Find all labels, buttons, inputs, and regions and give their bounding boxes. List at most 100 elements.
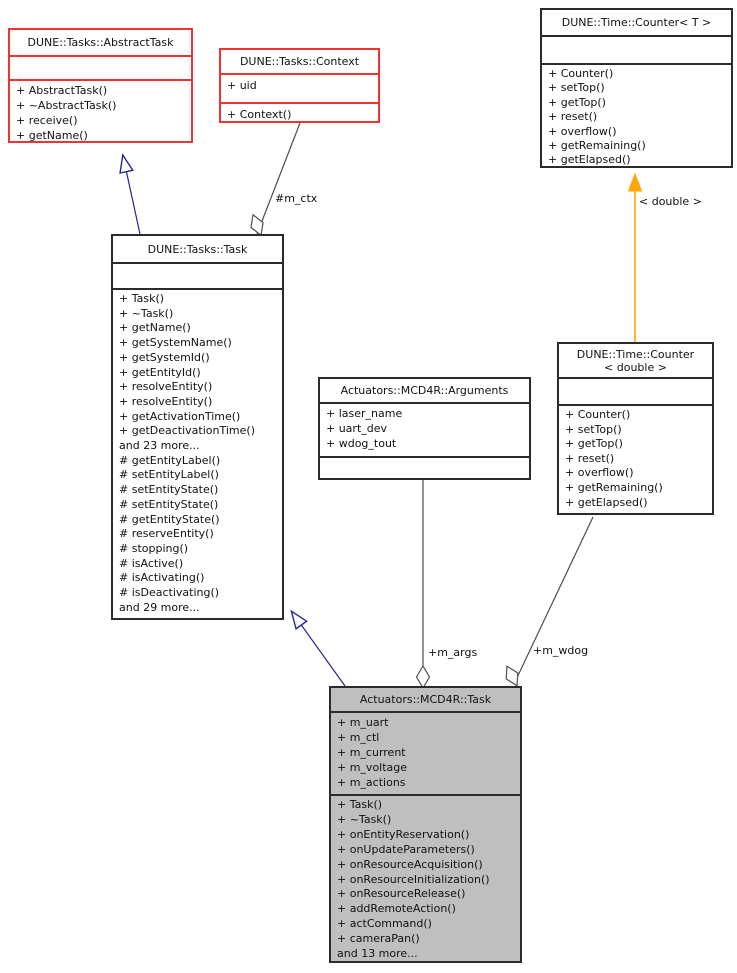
member-line: + Counter() <box>565 408 631 421</box>
member-line: and 29 more... <box>119 600 200 614</box>
member-line: + actCommand() <box>337 917 432 931</box>
member-line: + uart_dev <box>326 422 388 435</box>
class-title: Actuators::MCD4R::Task <box>359 693 492 706</box>
member-line: + overflow() <box>565 466 634 480</box>
class-node-dune-tasks-abstracttask[interactable]: DUNE::Tasks::AbstractTask + AbstractTask… <box>8 28 193 143</box>
attributes-section <box>10 55 191 79</box>
member-line: + resolveEntity() <box>119 394 213 408</box>
member-line: # getEntityLabel() <box>119 453 221 467</box>
member-line: + getElapsed() <box>548 153 631 166</box>
class-title: DUNE::Tasks::AbstractTask <box>27 36 174 49</box>
member-line: + getActivationTime() <box>119 409 241 423</box>
member-line: # isActivating() <box>119 571 205 585</box>
member-line: + cameraPan() <box>337 932 420 946</box>
class-title-line2: < double > <box>604 360 667 374</box>
member-line: + addRemoteAction() <box>337 902 456 916</box>
class-node-actuators-mcd4r-task[interactable]: Actuators::MCD4R::Task + m_uart+ m_ctl+ … <box>329 686 522 963</box>
member-line: + m_current <box>337 746 406 759</box>
member-line: + getName() <box>119 321 191 335</box>
aggregation-edge-counterdouble-to-mcd4rtask <box>505 516 594 687</box>
class-node-dune-time-counter-double[interactable]: DUNE::Time::Counter < double > + Counter… <box>557 342 714 515</box>
member-line: # getEntityState() <box>119 512 220 526</box>
member-line: + getRemaining() <box>565 480 663 494</box>
class-title: DUNE::Time::Counter< T > <box>561 16 712 29</box>
member-line: + reset() <box>565 451 615 465</box>
member-line: + m_uart <box>337 716 389 729</box>
member-line: + Task() <box>119 292 165 305</box>
aggregation-edge-context-to-task <box>250 122 301 237</box>
member-line: + Context() <box>227 108 292 121</box>
member-line: + Counter() <box>548 67 614 80</box>
member-line: + onEntityReservation() <box>337 827 470 841</box>
member-line: + getTop() <box>565 437 623 451</box>
edge-label-m-args: +m_args <box>428 646 478 659</box>
member-line: # setEntityLabel() <box>119 468 219 482</box>
member-line: # isActive() <box>119 556 184 570</box>
class-title-line1: DUNE::Time::Counter <box>576 347 695 361</box>
member-line: and 23 more... <box>119 439 200 453</box>
edge-label-template-double: < double > <box>639 195 702 208</box>
methods-section: + Context() <box>221 102 378 121</box>
attributes-section <box>113 262 282 288</box>
attributes-section: + m_uart + m_ctl + m_current + m_voltage + m… <box>331 711 520 794</box>
methods-section: + Counter()+ setTop()+ getTop()+ reset()… <box>542 63 731 166</box>
member-line: + onUpdateParameters() <box>337 842 475 856</box>
member-line: # stopping() <box>119 541 189 555</box>
inheritance-edge-task-to-abstracttask <box>119 153 141 235</box>
class-title: DUNE::Tasks::Task <box>147 242 248 256</box>
class-node-dune-tasks-task[interactable]: DUNE::Tasks::Task + Task()+ ~Task()+ get… <box>111 234 284 620</box>
member-line: + onResourceRelease() <box>337 887 466 901</box>
member-line: # isDeactivating() <box>119 586 220 600</box>
methods-section <box>320 456 529 478</box>
member-line: + m_actions <box>337 776 406 789</box>
class-node-dune-tasks-context[interactable]: DUNE::Tasks::Context + uid + Context() <box>219 48 380 123</box>
aggregation-edge-arguments-to-mcd4rtask <box>415 480 431 690</box>
methods-section: + Task()+ ~Task()+ onEntityReservation()… <box>331 794 520 961</box>
edge-label-m-ctx: #m_ctx <box>275 192 318 205</box>
methods-section: + Task()+ ~Task()+ getName()+ getSystemN… <box>113 288 282 618</box>
member-line: + getRemaining() <box>548 139 646 153</box>
attributes-section: + uid <box>221 73 378 102</box>
member-line: + m_ctl <box>337 731 380 744</box>
member-line: + getDeactivationTime() <box>119 424 255 438</box>
member-line: + ~Task() <box>337 812 392 826</box>
member-line: + reset() <box>548 110 598 124</box>
member-line: + Task() <box>337 798 383 811</box>
methods-section: + Counter()+ setTop()+ getTop()+ reset()… <box>559 404 712 513</box>
member-line: + wdog_tout <box>326 437 397 450</box>
class-title: Actuators::MCD4R::Arguments <box>340 384 509 397</box>
member-line: # setEntityState() <box>119 483 219 497</box>
member-line: + getSystemId() <box>119 350 210 364</box>
member-line: # reserveEntity() <box>119 527 214 541</box>
member-line: + getTop() <box>548 95 606 109</box>
attributes-section: + laser_name+ uart_dev+ wdog_tout <box>320 402 529 456</box>
attributes-section <box>542 35 731 63</box>
member-line: + ~AbstractTask() <box>16 99 117 112</box>
member-line: + onResourceAcquisition() <box>337 857 483 871</box>
class-node-actuators-mcd4r-arguments[interactable]: Actuators::MCD4R::Arguments + laser_name… <box>318 377 531 480</box>
edge-label-m-wdog: +m_wdog <box>533 644 589 657</box>
member-line: and 13 more... <box>337 947 418 961</box>
member-line: + receive() <box>16 114 78 127</box>
member-line: + m_voltage <box>337 761 408 774</box>
member-line: + getEntityId() <box>119 365 201 379</box>
member-line: + resolveEntity() <box>119 380 213 394</box>
attributes-section <box>559 377 712 404</box>
member-line: + AbstractTask() <box>16 84 108 97</box>
class-node-dune-time-counter-t[interactable]: DUNE::Time::Counter< T > + Counter()+ se… <box>540 8 733 168</box>
member-line: + onResourceInitialization() <box>337 872 490 886</box>
class-title: DUNE::Tasks::Context <box>239 55 360 68</box>
class-title: DUNE::Time::Counter < double > <box>559 344 712 377</box>
inheritance-edge-mcd4rtask-to-task <box>290 609 346 687</box>
member-line: + uid <box>227 79 257 92</box>
member-line: + overflow() <box>548 124 617 138</box>
member-line: + ~Task() <box>119 306 174 320</box>
methods-section: + AbstractTask() + ~AbstractTask() + recei… <box>10 79 191 141</box>
member-line: + getName() <box>16 129 88 141</box>
member-line: + setTop() <box>548 81 605 95</box>
member-line: + getElapsed() <box>565 495 648 509</box>
member-line: + setTop() <box>565 422 622 436</box>
member-line: # setEntityState() <box>119 497 219 511</box>
